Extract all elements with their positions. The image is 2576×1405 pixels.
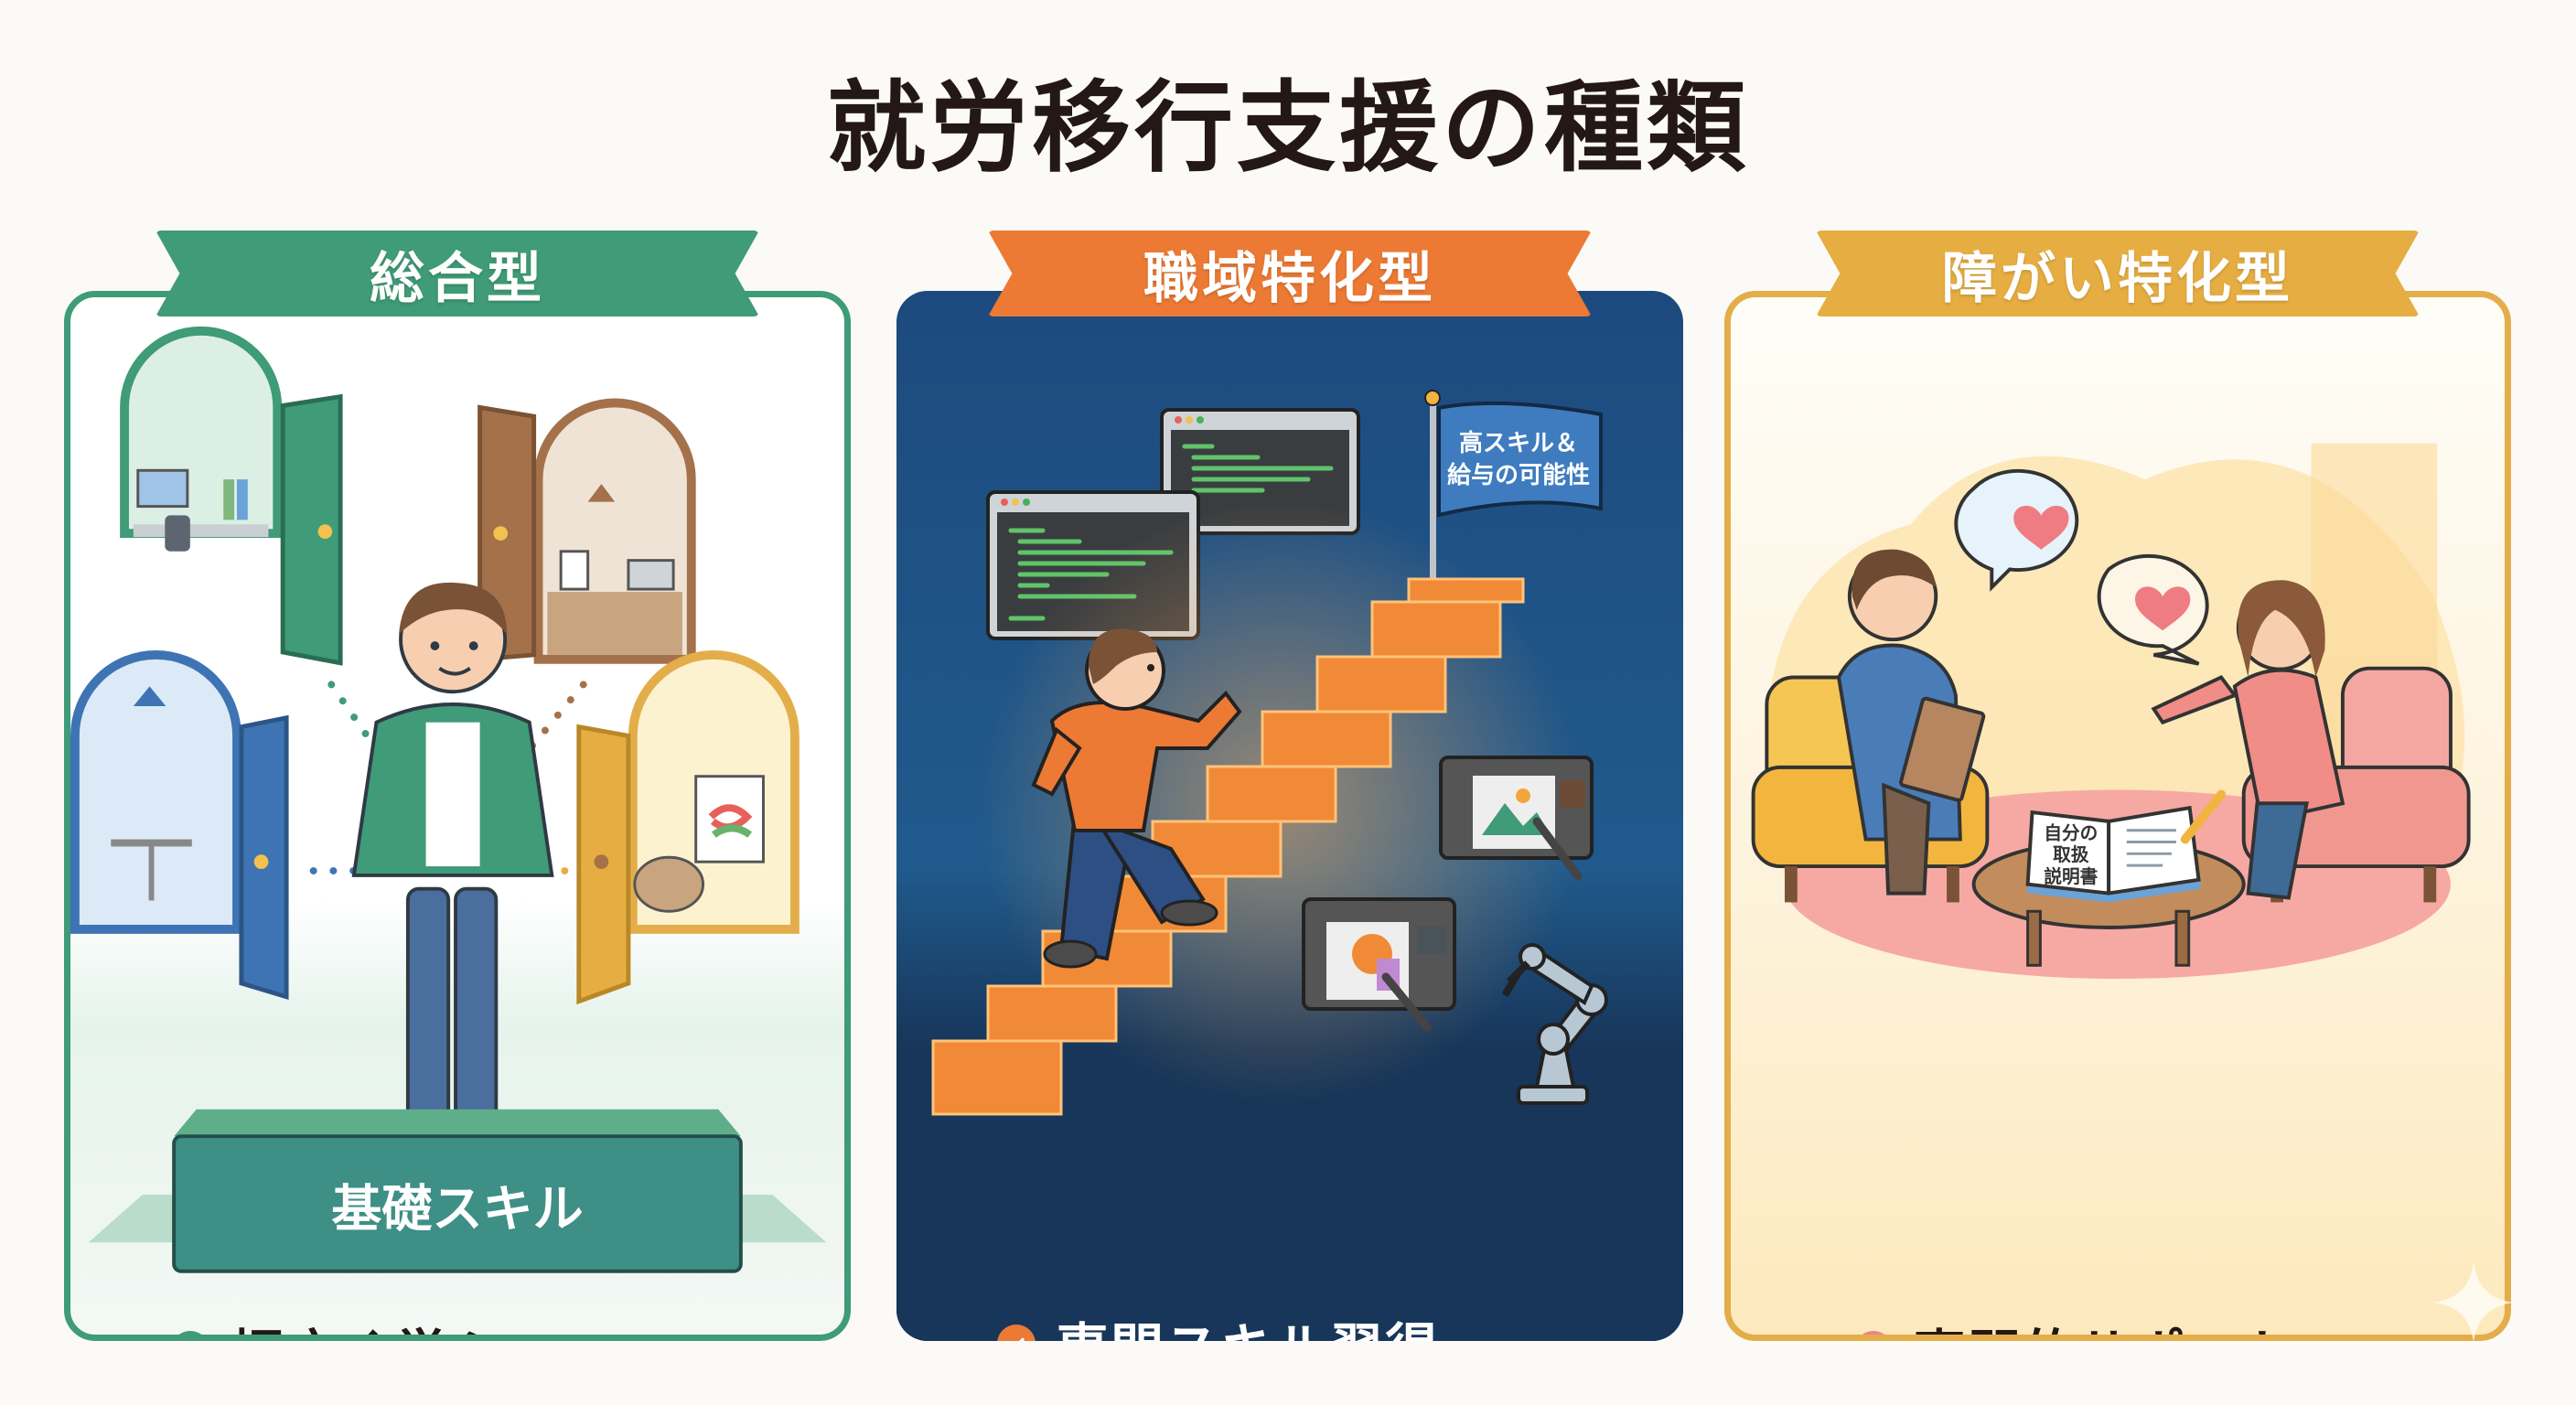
flag-text-line1: 高スキル＆ — [1459, 429, 1578, 457]
climbing-person-icon — [1031, 628, 1242, 969]
card-disability-specialized-type: 自分の 取扱 説明書 専門的サポート 自己対処を学ぶ 特性に合う求人 — [1724, 291, 2511, 1341]
general-type-illustration: 基礎スキル — [70, 326, 827, 1273]
book-text-line3: 説明書 — [2044, 866, 2098, 887]
checkmark-icon — [997, 1325, 1036, 1341]
feature-item: 幅広く学ぶ — [171, 1312, 504, 1335]
checkmark-icon — [1854, 1331, 1893, 1335]
dining-door-icon — [70, 650, 289, 1001]
flag-text-line2: 給与の可能性 — [1447, 461, 1590, 489]
disability-feature-list: 専門的サポート 自己対処を学ぶ 特性に合う求人 — [1731, 1312, 2505, 1335]
design-app-window-icon — [1439, 756, 1594, 881]
platform-label: 基礎スキル — [331, 1180, 583, 1239]
feature-item: 専門スキル習得 — [997, 1306, 1440, 1341]
robot-arm-icon — [1501, 943, 1608, 1105]
speech-bubble-heart-icon — [1954, 468, 2079, 592]
design-app-window-icon — [1302, 897, 1456, 1032]
job-feature-list: 専門スキル習得 業界特化 — [896, 1306, 1683, 1341]
speech-bubble-heart-icon — [2097, 553, 2209, 666]
art-door-icon — [576, 650, 800, 1005]
person-icon — [351, 582, 554, 1151]
goal-flag-icon: 高スキル＆ 給与の可能性 — [1424, 390, 1603, 579]
card-general-type: 基礎スキル 幅広く学ぶ 選択肢が広い — [64, 291, 851, 1341]
ribbon-disability-specialized-type: 障がい特化型 — [1816, 231, 2420, 316]
job-specialized-illustration: 高スキル＆ 給与の可能性 — [896, 390, 1683, 1341]
feature-label: 専門的サポート — [1913, 1312, 2297, 1335]
self-manual-book-icon: 自分の 取扱 説明書 — [2025, 789, 2227, 903]
foundation-platform — [88, 1109, 827, 1273]
feature-item: 専門的サポート — [1854, 1312, 2297, 1335]
feature-label: 専門スキル習得 — [1056, 1305, 1440, 1341]
checkmark-icon — [171, 1331, 209, 1335]
page-title: 就労移行支援の種類 — [826, 71, 1749, 186]
book-text-line1: 自分の — [2044, 823, 2098, 844]
card-job-specialized-type: 高スキル＆ 給与の可能性 — [896, 291, 1683, 1341]
client-in-armchair-icon — [2151, 580, 2471, 903]
counselor-in-armchair-icon — [1751, 549, 1990, 903]
ribbon-job-specialized-type: 職域特化型 — [988, 231, 1592, 316]
book-text-line2: 取扱 — [2053, 844, 2089, 865]
disability-specialized-illustration: 自分の 取扱 説明書 — [1751, 443, 2471, 980]
office-door-icon — [120, 326, 343, 666]
sparkle-icon — [2432, 1261, 2515, 1344]
ribbon-general-type: 総合型 — [156, 231, 759, 316]
general-feature-list: 幅広く学ぶ 選択肢が広い — [70, 1312, 844, 1335]
feature-label: 幅広く学ぶ — [230, 1312, 504, 1335]
cafe-door-icon — [478, 398, 696, 664]
